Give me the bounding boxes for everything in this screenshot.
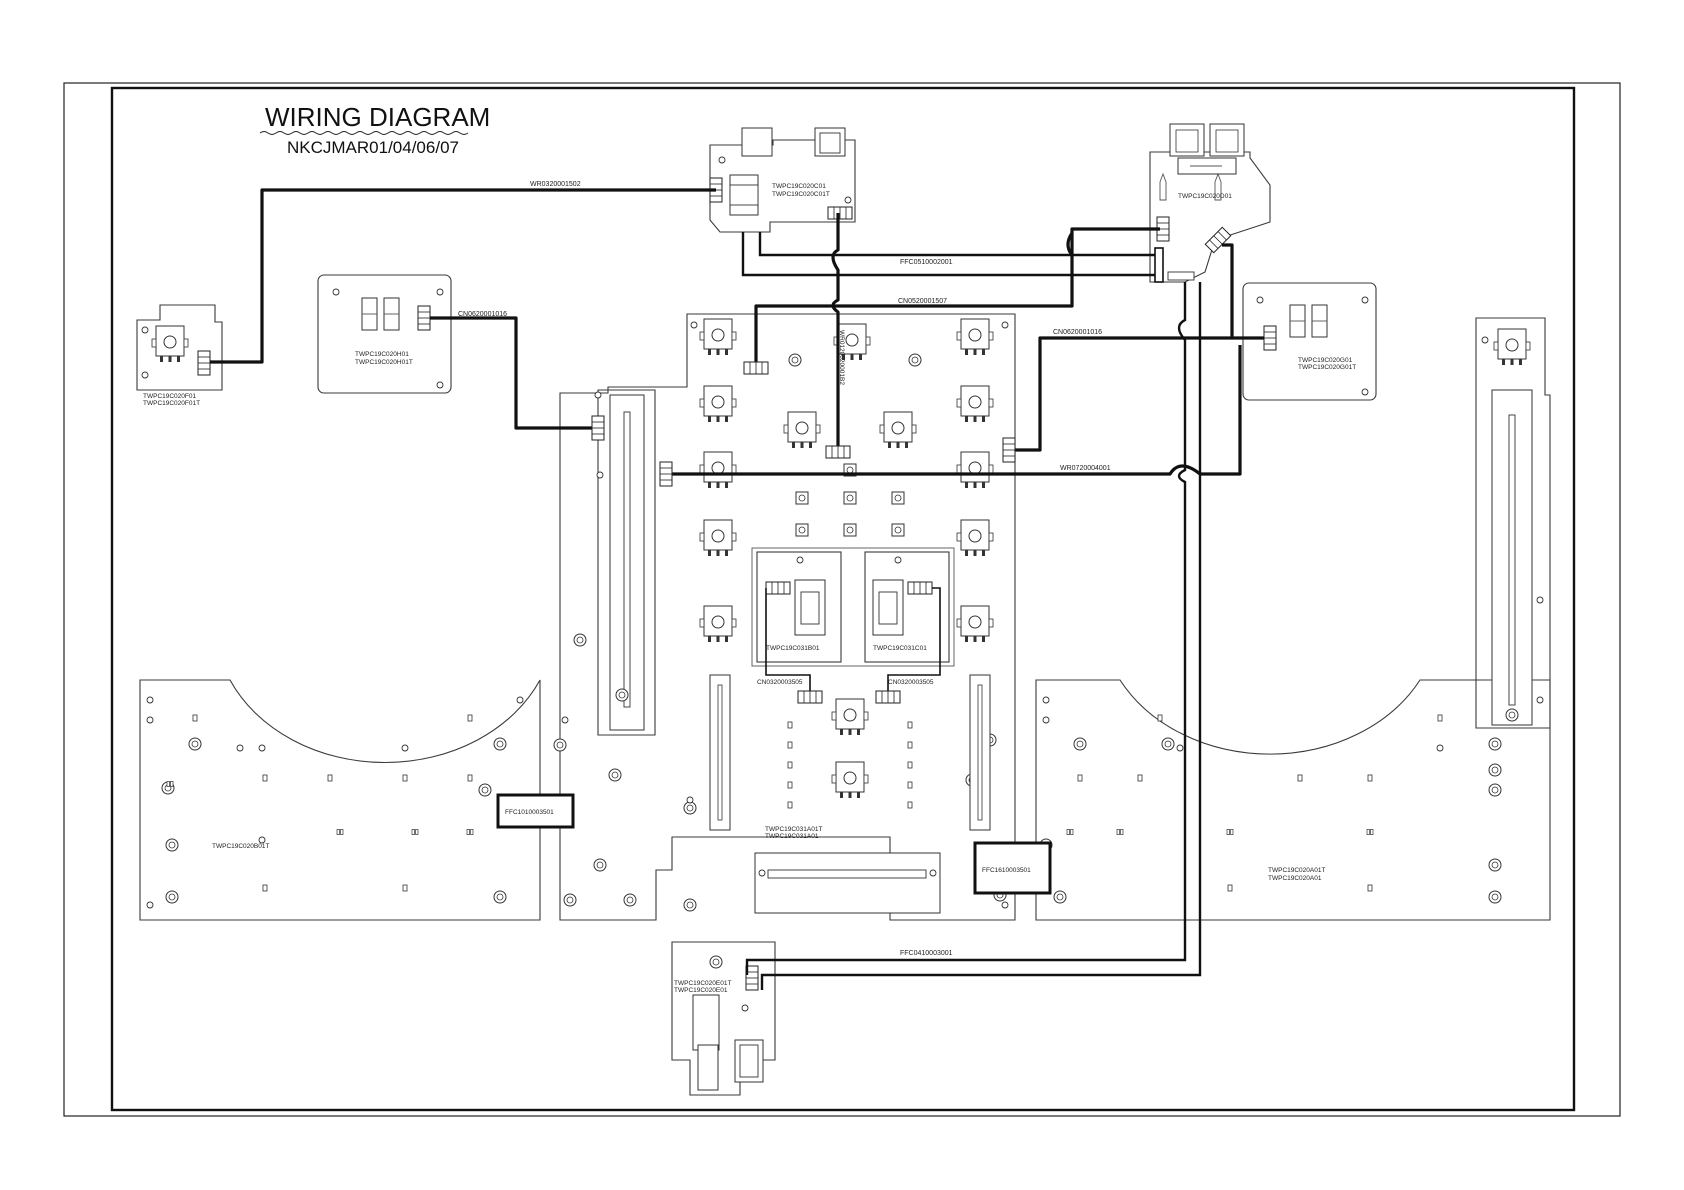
cable-wr2-label: WR0720004001 [1060,465,1111,472]
board-e: TWPC19C020E01T TWPC19C020E01 [671,941,776,1096]
board-c031: TWPC19C031C01 [864,551,950,663]
cable-d-to-g [1222,243,1234,338]
board-e-label-2: TWPC19C020E01 [674,987,728,994]
cable-wr1 [210,188,716,364]
board-c: TWPC19C020C01 TWPC19C020C01T [709,127,856,233]
board-f-label-1: TWPC19C020F01 [143,393,196,400]
board-a-main-label-1: TWPC19C031A01T [765,826,822,833]
cable-ffc2-label: FFC1010003501 [505,809,554,816]
ffc3-block: FFC1610003501 [973,841,1052,895]
board-b031: TWPC19C031B01 [756,551,842,663]
ffc2-block: FFC1010003501 [496,793,575,829]
board-a-main-label-2: TWPC19C031A01 [765,833,819,840]
board-g: TWPC19C020G01 TWPC19C020G01T [1242,282,1377,401]
board-b-label: TWPC19C020B01T [212,843,269,850]
board-g-label-2: TWPC19C020G01T [1298,364,1356,371]
cable-ffc4-label: FFC0410003001 [900,950,953,957]
board-a-right: TWPC19C020A01T TWPC19C020A01 [1035,679,1551,921]
title-underline [259,131,469,135]
model-number: NKCJMAR01/04/06/07 [287,138,459,157]
board-g-label-1: TWPC19C020G01 [1298,357,1353,364]
cable-wr3-label: WR0120020001B2 [838,330,845,385]
cable-cn2 [430,316,595,430]
board-h: TWPC19C020H01 TWPC19C020H01T [317,274,452,394]
board-c031-label: TWPC19C031C01 [873,645,927,652]
board-h-label-2: TWPC19C020H01T [355,359,413,366]
cable-ffc1-label: FFC0510002001 [900,259,953,266]
cable-cn5-label: CN0320003505 [888,679,934,686]
right-fader-board [1475,317,1551,729]
board-a-right-label-1: TWPC19C020A01T [1268,867,1325,874]
sub-board-frame [751,547,955,667]
cable-cn1 [754,227,1160,362]
board-b: TWPC19C020B01T [139,679,541,921]
cable-cn4 [765,588,811,692]
cable-cn3-label: CN0620001016 [1053,329,1102,336]
cable-wr3 [831,213,840,450]
cable-ffc3-label: FFC1610003501 [982,867,1031,874]
board-a-main: TWPC19C031A01T TWPC19C031A01 [553,313,1016,921]
cable-ffc4 [745,282,1187,975]
board-b-holes [146,696,524,909]
diagram-title: WIRING DIAGRAM [265,102,490,132]
board-h-label-1: TWPC19C020H01 [355,351,409,358]
cable-cn4-label: CN0320003505 [757,679,803,686]
board-d: TWPC19C020D01 [1149,123,1271,283]
board-d-label: TWPC19C020D01 [1178,193,1232,200]
cable-cn1-label: CN0520001507 [898,298,947,305]
board-c-label-1: TWPC19C020C01 [772,183,826,190]
cable-cn3 [1013,336,1264,452]
cable-cn5 [887,587,941,692]
cable-ffc1 [741,232,1158,277]
board-f-label-2: TWPC19C020F01T [143,400,200,407]
board-e-label-1: TWPC19C020E01T [674,980,731,987]
cable-wr1-label: WR0320001502 [530,181,581,188]
inner-frame [110,86,1576,1112]
board-a-right-label-2: TWPC19C020A01 [1268,875,1322,882]
board-f: TWPC19C020F01 TWPC19C020F01T [136,304,223,407]
board-c-label-2: TWPC19C020C01T [772,191,830,198]
board-b031-label: TWPC19C031B01 [766,645,820,652]
outer-frame [63,82,1621,1117]
cable-cn2-label: CN0620001016 [458,311,507,318]
